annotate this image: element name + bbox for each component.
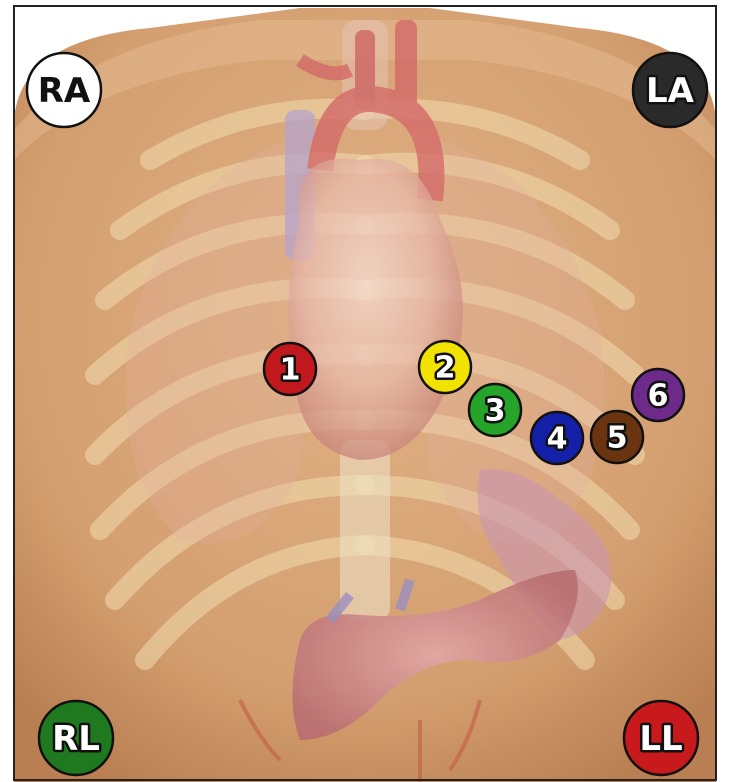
lead-v5-electrode: 5 bbox=[591, 411, 643, 463]
lead-v4-label: 4 bbox=[547, 422, 568, 457]
lead-v3-electrode: 3 bbox=[469, 384, 521, 436]
spine bbox=[340, 440, 390, 620]
lead-v6-electrode: 6 bbox=[632, 369, 684, 421]
lead-ll-label: LL bbox=[639, 719, 682, 759]
lead-ll-electrode: LL bbox=[624, 701, 698, 775]
lead-v2-label: 2 bbox=[435, 351, 456, 386]
lead-v1-electrode: 1 bbox=[264, 343, 316, 395]
lead-la-label: LA bbox=[646, 71, 695, 111]
lead-v1-label: 1 bbox=[280, 353, 301, 388]
lead-la-electrode: LA bbox=[633, 53, 707, 127]
lead-v5-label: 5 bbox=[607, 421, 628, 456]
lead-rl-electrode: RL bbox=[39, 701, 113, 775]
lead-rl-label: RL bbox=[52, 719, 100, 759]
lead-v4-electrode: 4 bbox=[531, 412, 583, 464]
lead-ra-label: RA bbox=[38, 71, 91, 111]
lead-v2-electrode: 2 bbox=[419, 341, 471, 393]
lead-v3-label: 3 bbox=[485, 394, 506, 429]
lead-ra-electrode: RA bbox=[27, 53, 101, 127]
lead-v6-label: 6 bbox=[648, 379, 669, 414]
